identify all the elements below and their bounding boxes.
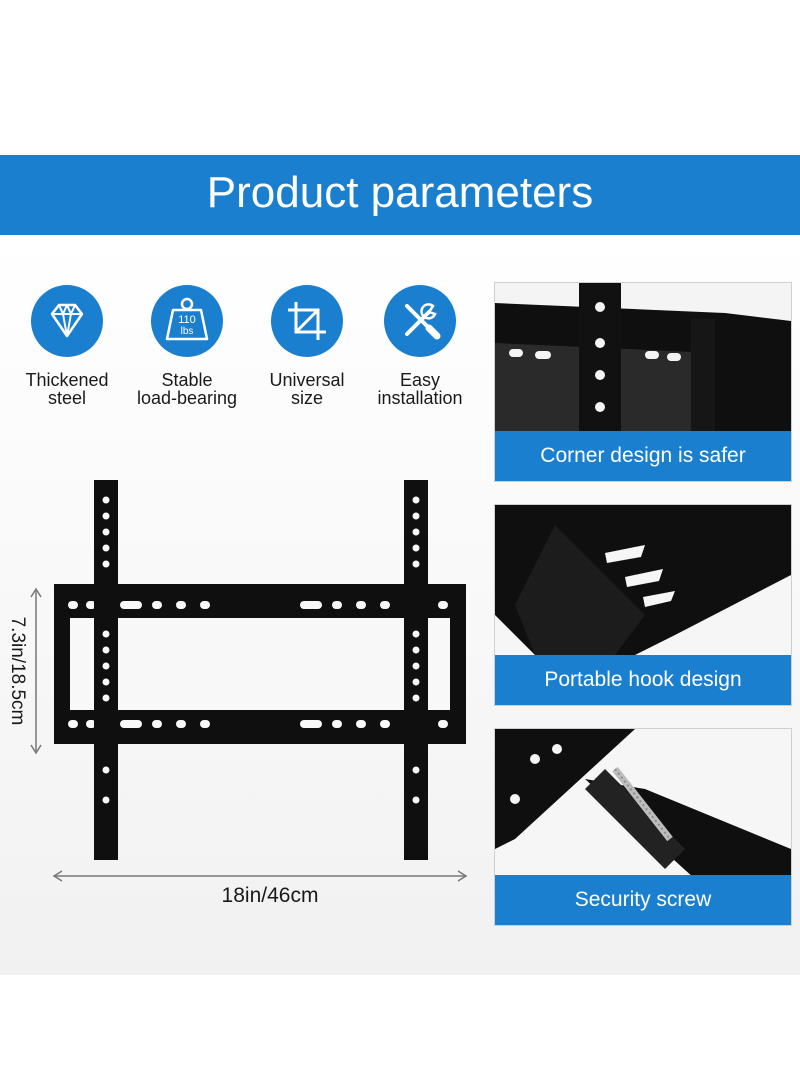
feature-label: Universal size [269,370,345,408]
diamond-icon [31,285,103,357]
weight-value: 110 [178,314,196,326]
weight-unit: lbs [181,326,194,337]
resize-crop-icon [271,285,343,357]
title-banner [0,155,800,235]
page-title: Product parameters [206,168,594,217]
width-dimension-arrow [52,870,468,882]
feature-load-bearing: 110 lbs Stable load-bearing [127,285,247,407]
feature-universal-size: Universal size [247,285,367,407]
feature-label: Stable load-bearing [136,370,238,408]
detail-card-corner: Corner design is safer [494,282,792,482]
height-dimension-arrow [30,587,42,755]
detail-card-hook: Portable hook design [494,504,792,706]
feature-label: Easy installation [377,370,463,408]
feature-easy-installation: Easy installation [360,285,480,407]
feature-label: Thickened steel [25,370,109,408]
detail-card-screw: Security screw [494,728,792,926]
weight-110lbs-icon: 110 lbs [151,285,223,357]
screwdriver-wrench-icon [384,285,456,357]
width-dimension-label: 18in/46cm [221,884,319,907]
height-dimension-label: 7.3in/18.5cm [7,616,28,726]
feature-thickened-steel: Thickened steel [7,285,127,407]
tv-bracket-image [54,480,466,860]
card-caption: Corner design is safer [495,431,791,481]
card-caption: Security screw [495,875,791,925]
card-caption: Portable hook design [495,655,791,705]
